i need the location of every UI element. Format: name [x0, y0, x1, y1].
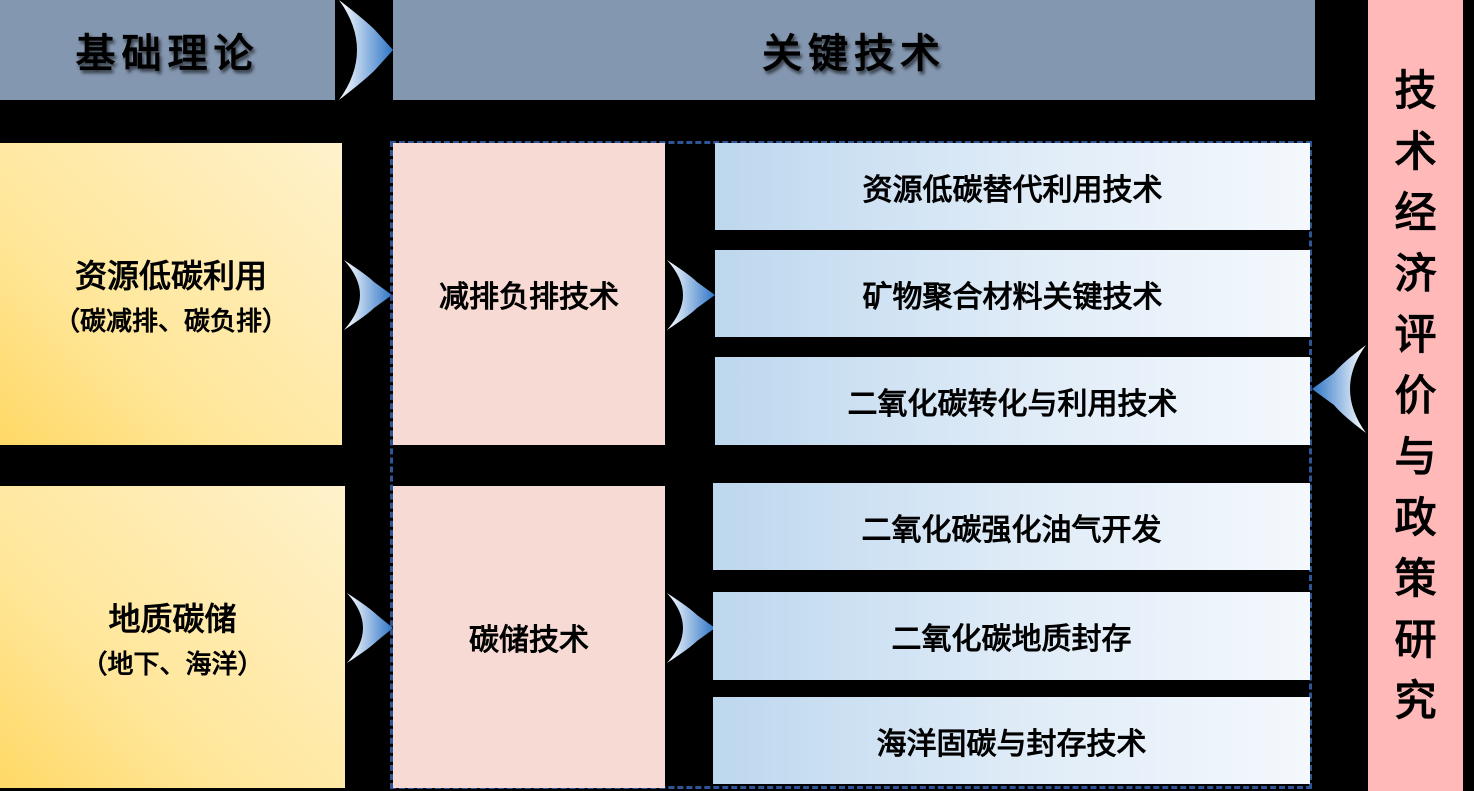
technology-item: 二氧化碳转化与利用技术 [715, 357, 1310, 445]
header-key-technologies: 关键技术 [393, 0, 1315, 100]
arrow-left-icon [1312, 345, 1366, 433]
arrow-right-icon [667, 260, 715, 330]
foundation-box-low-carbon: 资源低碳利用 （碳减排、碳负排） [0, 143, 342, 445]
foundation-subtitle: （碳减排、碳负排） [53, 306, 288, 337]
side-char: 政 [1394, 493, 1437, 542]
foundation-subtitle: （地下、海洋） [81, 649, 264, 680]
category-emission-reduction: 减排负排技术 [393, 143, 665, 445]
technology-item: 二氧化碳强化油气开发 [713, 483, 1310, 570]
technology-item: 二氧化碳地质封存 [713, 592, 1310, 680]
arrow-right-icon [667, 593, 715, 663]
key-tech-group-border [390, 141, 1312, 789]
arrow-right-icon [344, 260, 392, 330]
side-char: 经 [1394, 188, 1437, 237]
technology-item: 资源低碳替代利用技术 [715, 143, 1310, 230]
side-char: 济 [1394, 249, 1437, 298]
side-char: 评 [1394, 310, 1437, 359]
foundation-title: 资源低碳利用 [74, 256, 267, 295]
side-char: 究 [1394, 676, 1437, 725]
side-char: 价 [1394, 371, 1437, 420]
arrow-right-icon [347, 593, 393, 663]
technology-item: 矿物聚合材料关键技术 [715, 250, 1310, 337]
side-char: 术 [1394, 127, 1437, 176]
side-char: 与 [1394, 432, 1437, 481]
side-char: 策 [1394, 554, 1437, 603]
header-foundation-theory: 基础理论 [0, 0, 335, 100]
side-panel-techno-economic-policy: 技 术 经 济 评 价 与 政 策 研 究 [1368, 0, 1463, 791]
category-carbon-storage: 碳储技术 [393, 486, 665, 788]
technology-item: 海洋固碳与封存技术 [713, 697, 1310, 784]
foundation-box-geological-storage: 地质碳储 （地下、海洋） [0, 486, 345, 788]
foundation-title: 地质碳储 [108, 599, 237, 638]
arrow-right-icon [339, 0, 393, 100]
side-char: 技 [1394, 66, 1437, 115]
side-char: 研 [1394, 615, 1437, 664]
